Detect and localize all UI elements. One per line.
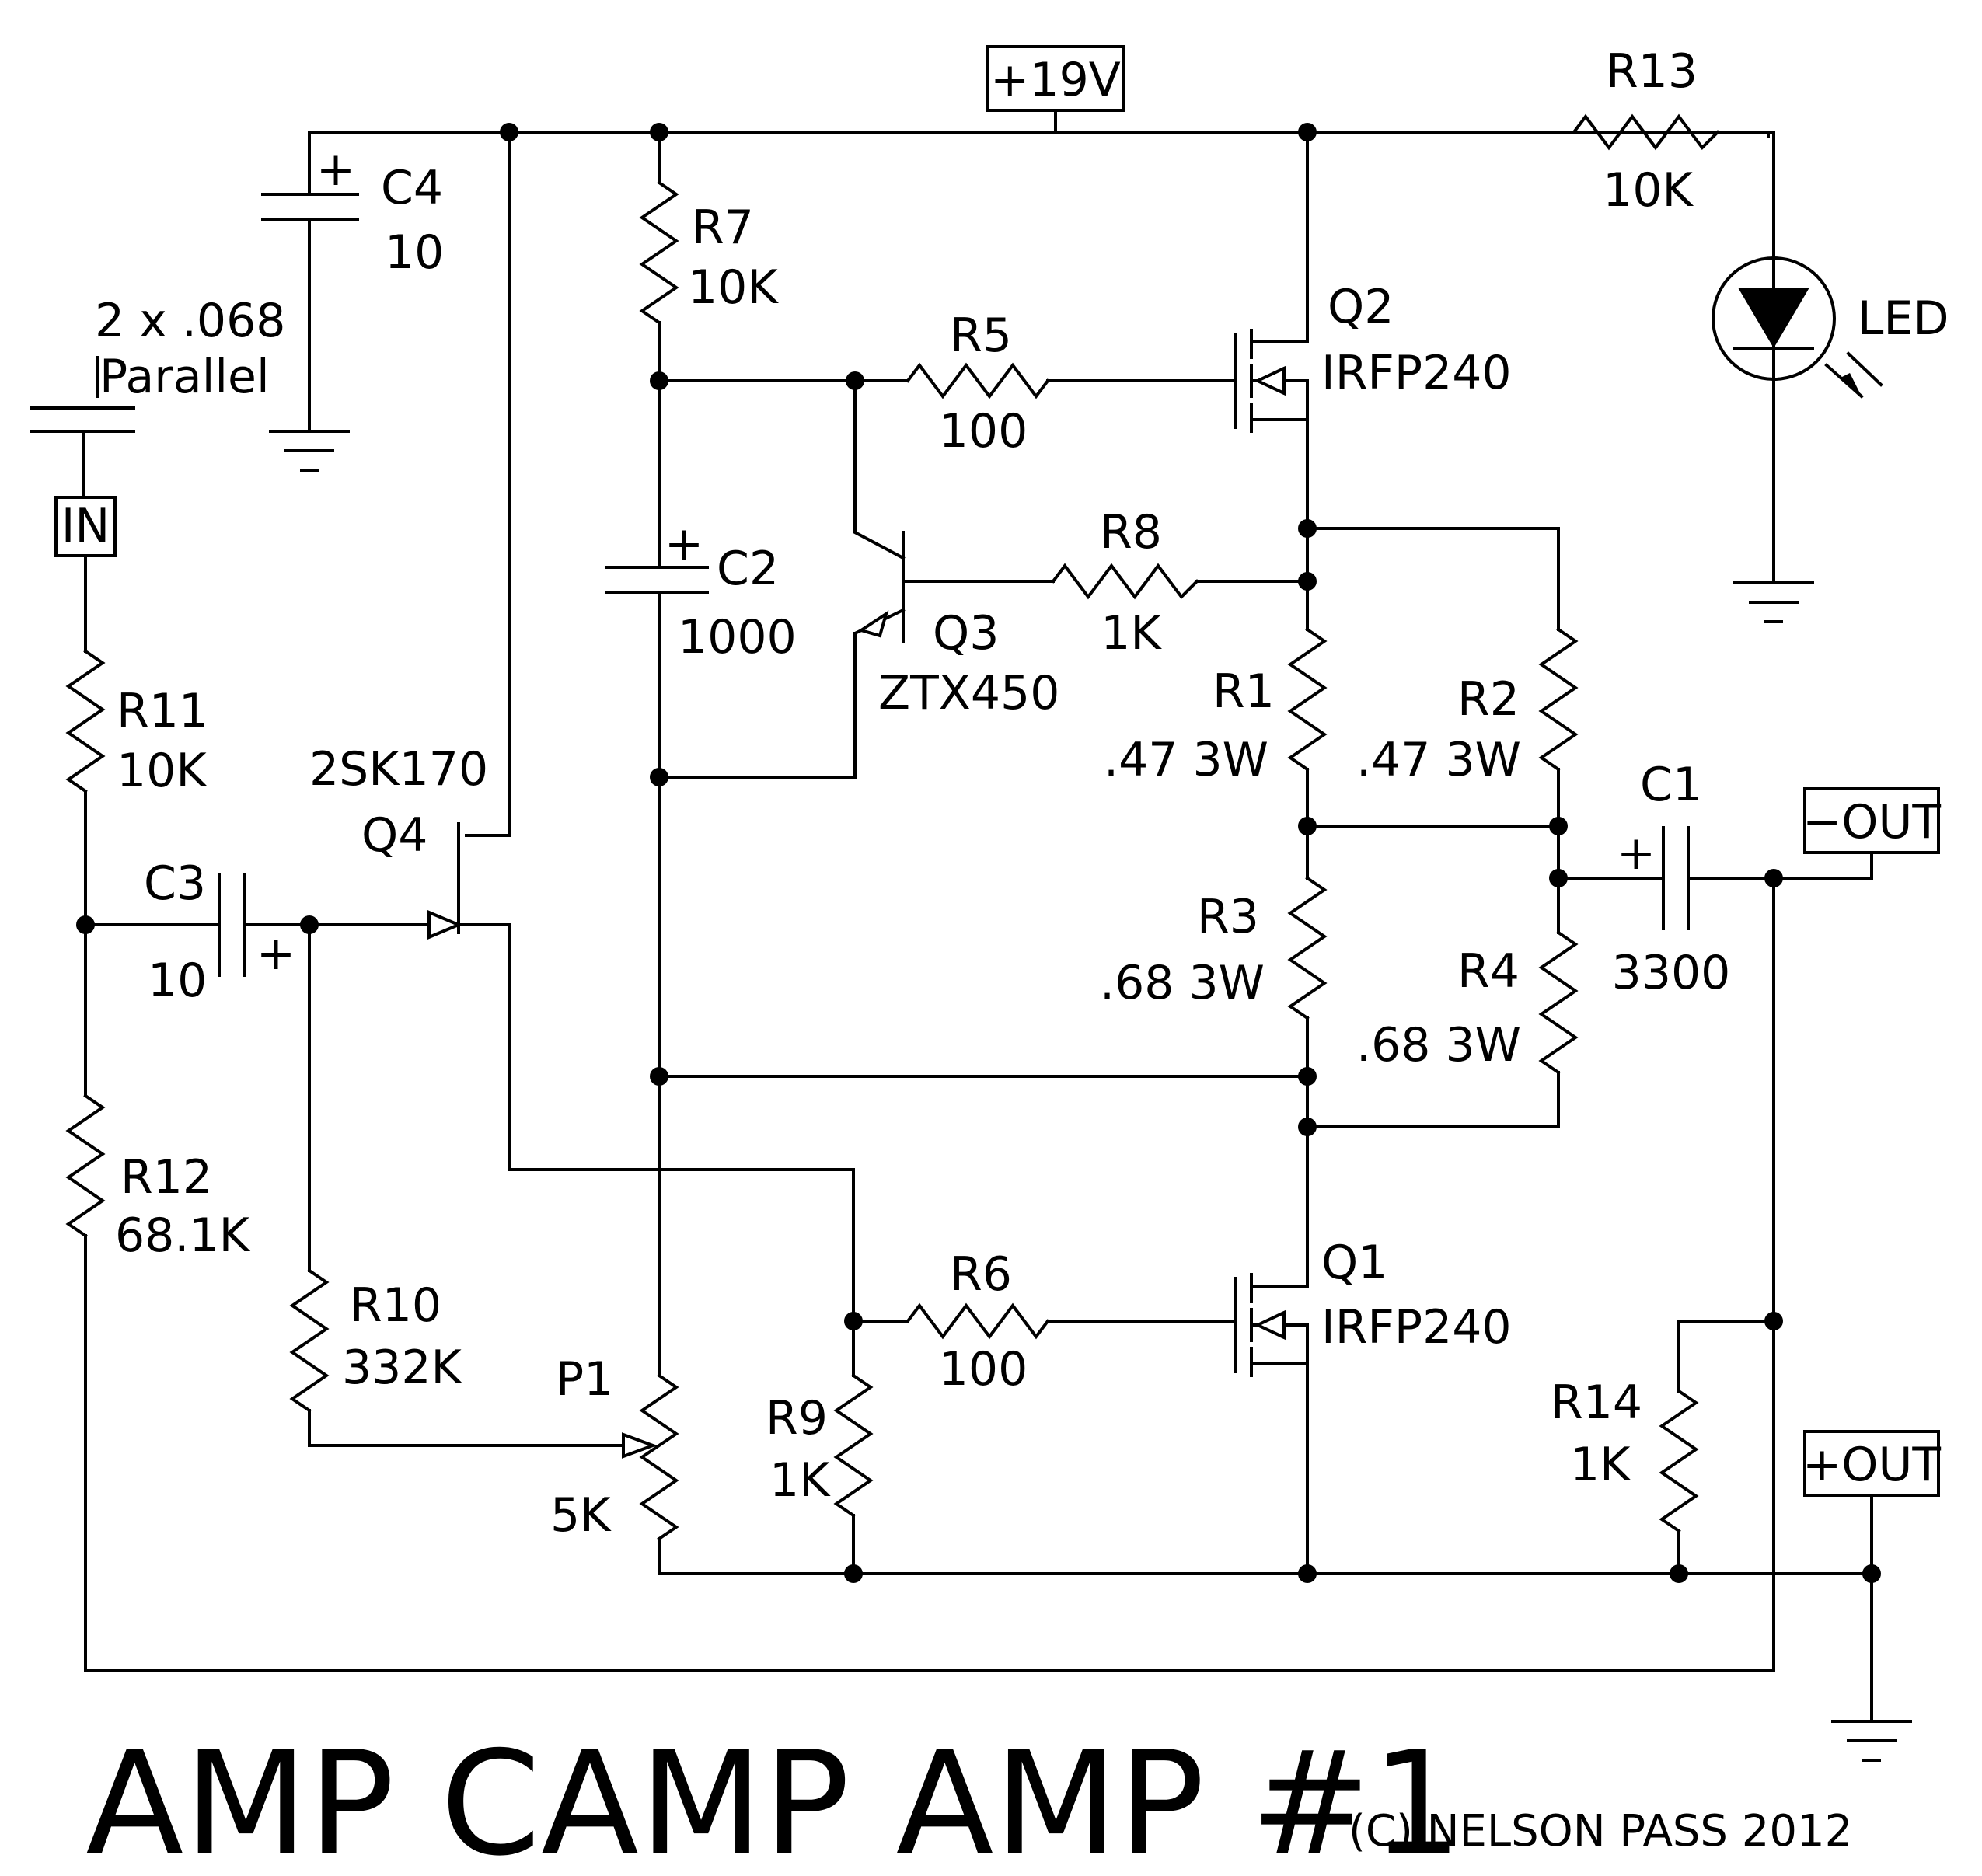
resistor-r1: R1 .47 3W (1104, 527, 1560, 828)
resistor-r7: R7 10K (639, 131, 779, 382)
c3-value: 10 (148, 954, 207, 1008)
r3-ref: R3 (1197, 890, 1259, 944)
r14-ref: R14 (1551, 1376, 1642, 1430)
resistor-r12: R12 68.1K (65, 877, 1775, 1672)
resistor-r9: R9 1K (766, 1320, 874, 1575)
capacitor-c4: + C4 10 (261, 142, 444, 433)
r3-value: .68 3W (1100, 956, 1265, 1010)
r1-ref: R1 (1213, 664, 1275, 719)
q3-ref: Q3 (933, 606, 999, 661)
q4-drain-wire (465, 131, 511, 837)
r9-ref: R9 (766, 1391, 828, 1445)
pos-out-label: +OUT (1802, 1438, 1941, 1492)
pos-out-port: +OUT (1802, 1430, 1941, 1723)
resistor-r2: R2 .47 3W (1356, 627, 1579, 880)
capacitor-c2: + C2 1000 (605, 379, 797, 1377)
r2-value: .47 3W (1356, 733, 1521, 787)
r5-value: 100 (939, 404, 1028, 459)
c1-plus: + (1617, 826, 1656, 880)
q4-part: 2SK170 (309, 742, 488, 797)
q1-part: IRFP240 (1321, 1300, 1512, 1355)
r8-ref: R8 (1100, 505, 1162, 560)
c2-value: 1000 (678, 610, 797, 664)
c3-plus: + (256, 926, 295, 981)
schematic-title: AMP CAMP AMP #1 (85, 1720, 1463, 1876)
ground-c4 (269, 430, 350, 472)
p1-value: 5K (550, 1488, 612, 1543)
input-port: IN (54, 496, 117, 557)
potentiometer-p1: P1 5K (550, 1352, 1873, 1575)
q2-part: IRFP240 (1321, 346, 1512, 400)
resistor-r5: R5 100 (658, 309, 1237, 459)
c4-value: 10 (385, 225, 444, 280)
ground-main (1831, 1720, 1912, 1762)
led-ref: LED (1858, 291, 1949, 346)
neg-out-label: −OUT (1802, 795, 1941, 849)
transistor-q3: Q3 ZTX450 (658, 379, 1059, 779)
r14-value: 1K (1570, 1438, 1631, 1492)
c1-ref: C1 (1640, 758, 1702, 812)
r12-value: 68.1K (115, 1208, 251, 1263)
c1-value: 3300 (1612, 946, 1731, 1000)
r11-ref: R11 (117, 684, 208, 738)
copyright-text: (C) NELSON PASS 2012 (1349, 1806, 1852, 1857)
r4-ref: R4 (1457, 944, 1520, 999)
c3-ref: C3 (144, 856, 206, 911)
resistor-r11: R11 10K (65, 554, 208, 926)
q2-ref: Q2 (1328, 280, 1394, 334)
resistor-r8: R8 1K (1051, 505, 1309, 661)
mosfet-q1: Q1 IRFP240 (1234, 1125, 1512, 1575)
capacitor-c1: + C1 3300 (1557, 758, 1775, 1000)
r12-ref: R12 (120, 1150, 212, 1205)
r13-value: 10K (1603, 163, 1694, 218)
resistor-r4: R4 .68 3W (1306, 877, 1579, 1128)
supply-label: +19V (990, 53, 1121, 107)
q4-ref: Q4 (361, 808, 427, 863)
input-cap-value: 2 x .068 (95, 294, 285, 348)
led: LED (1712, 256, 1949, 584)
r7-value: 10K (688, 260, 779, 315)
c2-plus: + (665, 517, 703, 571)
r9-value: 1K (769, 1453, 831, 1508)
r2-ref: R2 (1457, 672, 1520, 727)
q3-part: ZTX450 (878, 666, 1059, 720)
input-label: IN (61, 499, 110, 553)
p1-ref: P1 (556, 1352, 613, 1407)
neg-out-port: −OUT (1772, 787, 1941, 880)
jfet-q4: 2SK170 Q4 (308, 742, 855, 1323)
c4-plus: + (316, 142, 355, 197)
r8-value: 1K (1101, 606, 1162, 661)
c2-ref: C2 (717, 542, 779, 596)
q1-ref: Q1 (1321, 1236, 1387, 1290)
resistor-r13: R13 10K (1306, 44, 1775, 270)
input-cap-note: Parallel (99, 350, 270, 404)
r1-value: .47 3W (1104, 733, 1268, 787)
capacitor-c3: C3 10 + (84, 856, 311, 1008)
resistor-r14: R14 1K (1551, 1320, 1775, 1575)
r4-value: .68 3W (1356, 1018, 1521, 1072)
resistor-r6: R6 100 (852, 1247, 1237, 1397)
r10-value: 332K (342, 1341, 463, 1395)
c4-ref: C4 (381, 161, 443, 215)
resistor-r3: R3 .68 3W (1100, 825, 1328, 1128)
r5-ref: R5 (950, 309, 1012, 363)
resistor-r10: R10 332K (289, 923, 623, 1447)
r11-value: 10K (117, 744, 208, 798)
r10-ref: R10 (350, 1278, 441, 1333)
mosfet-q2: Q2 IRFP240 (1234, 131, 1512, 530)
r7-ref: R7 (692, 201, 754, 255)
r6-ref: R6 (950, 1247, 1012, 1302)
input-capacitor: 2 x .068 Parallel (30, 294, 285, 499)
ground-led (1733, 581, 1814, 623)
r13-ref: R13 (1606, 44, 1698, 99)
r6-value: 100 (939, 1342, 1028, 1397)
supply-rail: +19V (308, 45, 1770, 182)
